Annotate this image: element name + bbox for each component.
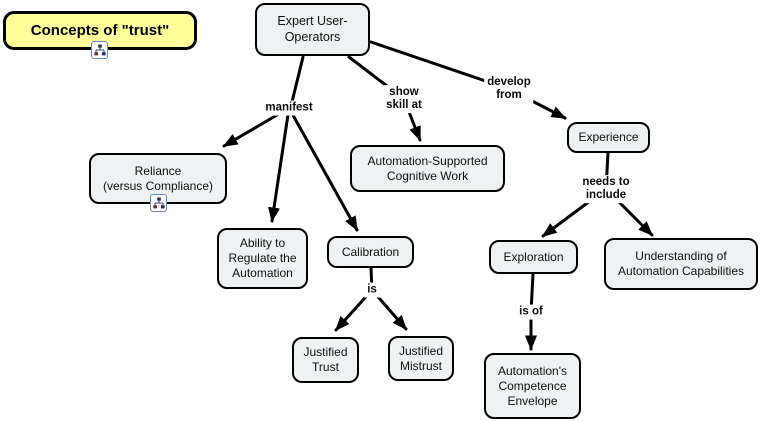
- link-label-manifest[interactable]: manifest: [262, 100, 316, 116]
- node-calibration[interactable]: Calibration: [327, 236, 414, 268]
- link-label-is[interactable]: is: [364, 282, 380, 298]
- link-label-show-skill-at[interactable]: show skill at: [383, 85, 425, 113]
- node-understanding-automation-capabilities[interactable]: Understanding of Automation Capabilities: [604, 238, 758, 290]
- link-label-develop-from[interactable]: develop from: [484, 75, 534, 103]
- link-label-is-of[interactable]: is of: [516, 304, 546, 320]
- connector-manifest-to-ability: [268, 106, 291, 223]
- resource-link-icon[interactable]: [150, 194, 167, 212]
- node-automation-supported-cognitive-work[interactable]: Automation-Supported Cognitive Work: [350, 145, 505, 192]
- resource-link-icon[interactable]: [91, 41, 108, 59]
- org-chart-glyph: [93, 44, 106, 55]
- org-chart-glyph: [152, 197, 165, 208]
- link-label-needs-to-include[interactable]: needs to include: [579, 175, 633, 203]
- node-expert-user-operators[interactable]: Expert User- Operators: [255, 3, 370, 56]
- node-experience[interactable]: Experience: [567, 122, 650, 153]
- node-exploration[interactable]: Exploration: [489, 240, 578, 274]
- node-justified-trust[interactable]: Justified Trust: [292, 337, 359, 383]
- node-ability-to-regulate[interactable]: Ability to Regulate the Automation: [217, 228, 308, 289]
- connector-expert-to-manifest: [289, 55, 305, 108]
- connector-manifest-to-calibration: [287, 106, 359, 232]
- node-automations-competence-envelope[interactable]: Automation's Competence Envelope: [484, 353, 581, 419]
- node-justified-mistrust[interactable]: Justified Mistrust: [388, 336, 454, 381]
